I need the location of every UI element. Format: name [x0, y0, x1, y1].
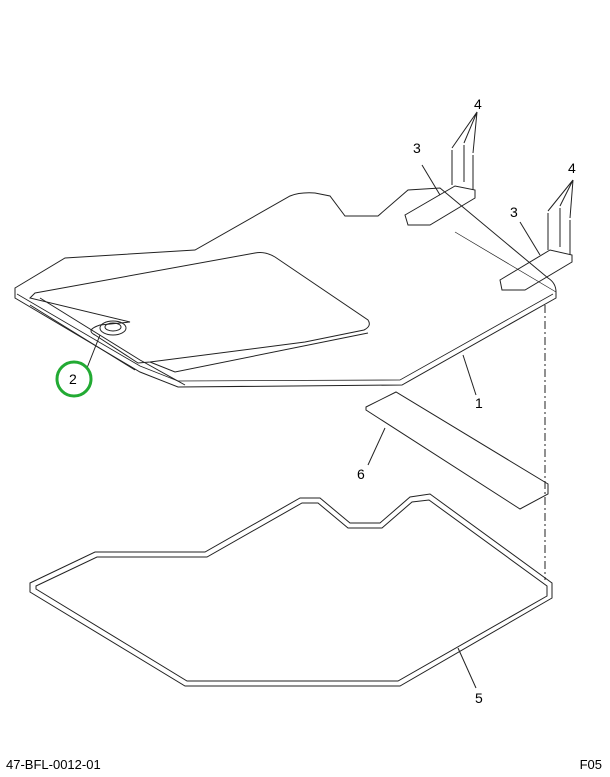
- pad-part-6: [365, 391, 549, 510]
- callout-3-upper: 3: [413, 140, 421, 156]
- plug-part-2: [86, 320, 127, 369]
- callout-4-lower: 4: [568, 160, 576, 176]
- callout-3-lower: 3: [510, 204, 518, 220]
- floor-mat-part-1: [14, 187, 557, 388]
- highlight-circle: [55, 360, 93, 398]
- sheet-code: F05: [579, 757, 602, 772]
- seal-part-5: [29, 493, 553, 689]
- drawing-number: 47-BFL-0012-01: [6, 757, 101, 772]
- callout-2: 2: [69, 371, 77, 387]
- insulation-panel: [29, 252, 370, 386]
- hinge-upper-part-3: [404, 164, 476, 226]
- callout-5: 5: [475, 690, 483, 706]
- leader-1: [462, 354, 477, 396]
- bolts-part-4: [451, 111, 574, 255]
- callout-6: 6: [357, 466, 365, 482]
- hinge-lower-part-3: [499, 221, 573, 291]
- callout-1: 1: [475, 395, 483, 411]
- callout-4-upper: 4: [474, 96, 482, 112]
